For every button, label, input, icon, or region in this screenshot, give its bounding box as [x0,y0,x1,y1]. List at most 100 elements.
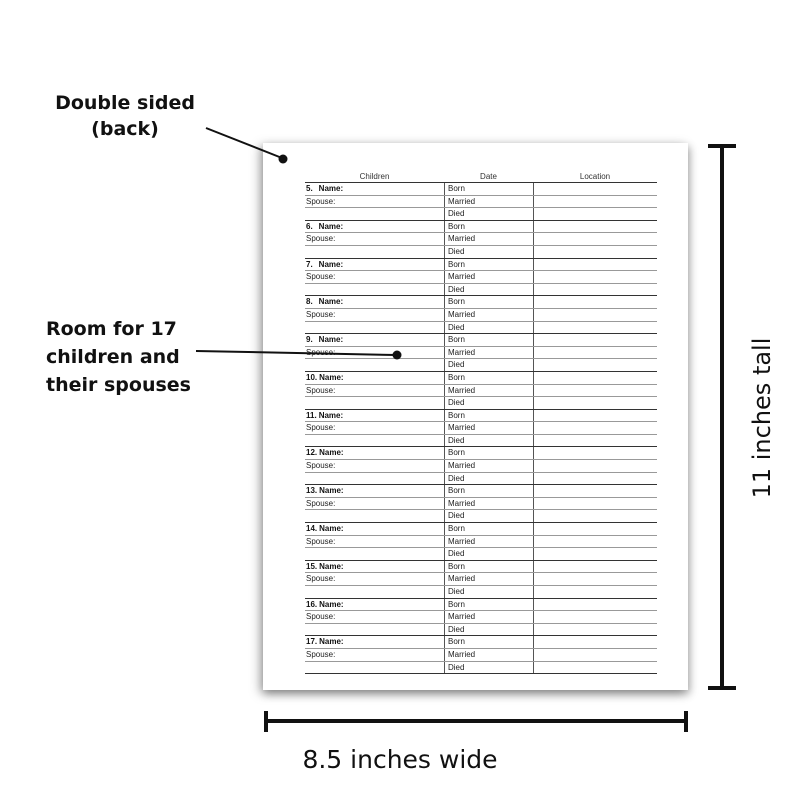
date-field[interactable]: Born [444,371,533,384]
name-field[interactable]: 7.Name: [305,259,444,271]
location-field[interactable] [533,485,657,497]
location-field[interactable] [533,573,657,585]
date-field[interactable]: Born [444,598,533,611]
blank-field[interactable] [305,322,444,334]
name-field[interactable]: 13.Name: [305,485,444,497]
spouse-field[interactable]: Spouse: [305,196,444,208]
location-field[interactable] [533,535,657,548]
name-field[interactable]: 10.Name: [305,372,444,384]
date-field[interactable]: Born [444,523,533,535]
location-field[interactable] [533,195,657,208]
date-field[interactable]: Married [444,460,533,472]
date-field[interactable]: Died [444,623,533,636]
date-field[interactable]: Married [444,497,533,510]
date-field[interactable]: Born [444,296,533,308]
blank-field[interactable] [305,473,444,485]
blank-field[interactable] [305,246,444,258]
location-field[interactable] [533,422,657,434]
date-field[interactable]: Died [444,510,533,523]
location-field[interactable] [533,460,657,472]
location-field[interactable] [533,371,657,384]
date-field[interactable]: Married [444,195,533,208]
spouse-field[interactable]: Spouse: [305,536,444,548]
name-field[interactable]: 6.Name: [305,221,444,233]
location-field[interactable] [533,548,657,560]
date-field[interactable]: Born [444,183,533,195]
location-field[interactable] [533,623,657,636]
date-field[interactable]: Married [444,271,533,283]
spouse-field[interactable]: Spouse: [305,422,444,434]
location-field[interactable] [533,321,657,334]
location-field[interactable] [533,359,657,371]
date-field[interactable]: Married [444,233,533,245]
date-field[interactable]: Died [444,321,533,334]
date-field[interactable]: Married [444,648,533,661]
name-field[interactable]: 8.Name: [305,296,444,308]
date-field[interactable]: Born [444,560,533,573]
blank-field[interactable] [305,662,444,674]
location-field[interactable] [533,661,657,674]
date-field[interactable]: Died [444,208,533,220]
blank-field[interactable] [305,435,444,447]
location-field[interactable] [533,611,657,623]
date-field[interactable]: Married [444,346,533,359]
date-field[interactable]: Born [444,258,533,271]
date-field[interactable]: Died [444,245,533,258]
location-field[interactable] [533,245,657,258]
location-field[interactable] [533,296,657,308]
blank-field[interactable] [305,359,444,371]
location-field[interactable] [533,648,657,661]
location-field[interactable] [533,346,657,359]
location-field[interactable] [533,308,657,321]
location-field[interactable] [533,258,657,271]
date-field[interactable]: Married [444,384,533,397]
blank-field[interactable] [305,284,444,296]
date-field[interactable]: Married [444,535,533,548]
location-field[interactable] [533,283,657,296]
date-field[interactable]: Born [444,636,533,648]
date-field[interactable]: Married [444,573,533,585]
blank-field[interactable] [305,208,444,220]
location-field[interactable] [533,384,657,397]
location-field[interactable] [533,233,657,245]
location-field[interactable] [533,434,657,447]
date-field[interactable]: Born [444,485,533,497]
spouse-field[interactable]: Spouse: [305,271,444,283]
name-field[interactable]: 5.Name: [305,183,444,195]
name-field[interactable]: 11.Name: [305,410,444,422]
spouse-field[interactable]: Spouse: [305,649,444,661]
name-field[interactable]: 9.Name: [305,334,444,346]
blank-field[interactable] [305,510,444,522]
blank-field[interactable] [305,586,444,598]
date-field[interactable]: Died [444,359,533,371]
name-field[interactable]: 17.Name: [305,636,444,648]
date-field[interactable]: Died [444,548,533,560]
date-field[interactable]: Born [444,409,533,422]
spouse-field[interactable]: Spouse: [305,460,444,472]
date-field[interactable]: Born [444,447,533,460]
location-field[interactable] [533,636,657,648]
location-field[interactable] [533,586,657,598]
location-field[interactable] [533,183,657,195]
location-field[interactable] [533,208,657,220]
location-field[interactable] [533,271,657,283]
name-field[interactable]: 16.Name: [305,599,444,611]
date-field[interactable]: Died [444,434,533,447]
location-field[interactable] [533,447,657,460]
name-field[interactable]: 12.Name: [305,447,444,459]
date-field[interactable]: Born [444,220,533,233]
date-field[interactable]: Died [444,661,533,674]
date-field[interactable]: Married [444,611,533,623]
date-field[interactable]: Born [444,334,533,346]
date-field[interactable]: Died [444,472,533,485]
location-field[interactable] [533,409,657,422]
blank-field[interactable] [305,397,444,409]
spouse-field[interactable]: Spouse: [305,347,444,359]
location-field[interactable] [533,510,657,523]
name-field[interactable]: 15.Name: [305,561,444,573]
date-field[interactable]: Married [444,422,533,434]
spouse-field[interactable]: Spouse: [305,573,444,585]
location-field[interactable] [533,472,657,485]
location-field[interactable] [533,220,657,233]
name-field[interactable]: 14.Name: [305,523,444,535]
